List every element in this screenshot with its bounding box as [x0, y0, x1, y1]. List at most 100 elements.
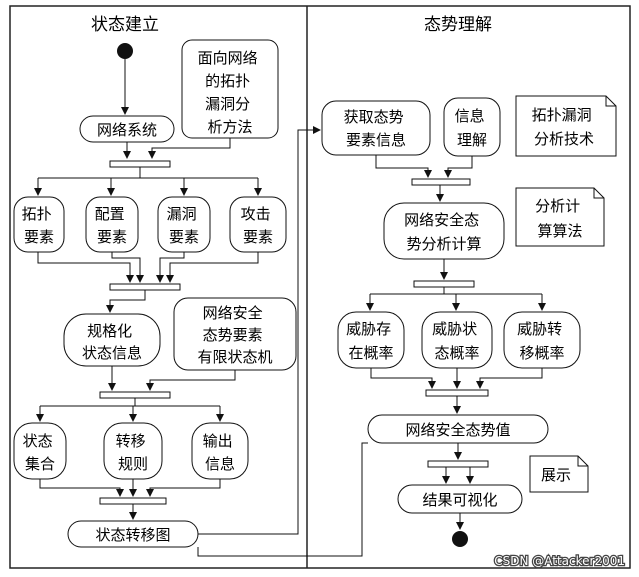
normalized-state-node: 规格化 状态信息: [63, 313, 161, 367]
acquire-line: 获取态势: [344, 108, 404, 126]
network-system-label: 网络系统: [97, 121, 157, 139]
security-value-label: 网络安全态势值: [405, 421, 510, 439]
end-node: [452, 531, 468, 547]
diagram-frame: [9, 5, 631, 569]
svg-text:拓扑漏洞 分析技术: 拓扑漏洞 分析技术: [532, 106, 597, 148]
network-system-node: 网络系统: [79, 115, 175, 143]
svg-text:网络安全 态势要素 有限状态机: 网络安全 态势要素 有限状态机: [197, 304, 272, 366]
element-label: 攻击: [241, 205, 271, 223]
probability-line: 移概率: [519, 344, 564, 362]
lane-title-situation-understand: 态势理解: [424, 15, 492, 35]
threat-transition-node: 威胁转 移概率: [503, 311, 581, 369]
calc-line: 网络安全态: [404, 211, 479, 229]
svg-text:转移 规则: 转移 规则: [116, 432, 151, 473]
threat-state-node: 威胁状 态概率: [421, 311, 493, 369]
security-value-node: 网络安全态势值: [367, 414, 549, 444]
method-line-4: 析方法: [207, 118, 252, 136]
lane-title-state-establish: 状态建立: [91, 15, 159, 35]
acquire-elements-node: 获取态势 要素信息: [321, 100, 431, 156]
fork-bar: [99, 391, 171, 399]
visualize-label: 结果可视化: [422, 491, 497, 509]
flow-arrow: [476, 368, 543, 389]
result-visualization-node: 结果可视化: [397, 484, 523, 514]
normalized-state-line: 状态信息: [82, 344, 142, 362]
element-label: 要素: [97, 228, 127, 246]
flow-arrow: [156, 252, 185, 283]
output-label: 输出: [203, 432, 233, 450]
output-label: 状态: [23, 432, 53, 450]
svg-text:拓扑 要素: 拓扑 要素: [22, 205, 57, 246]
state-set-node: 状态 集合: [13, 422, 67, 480]
state-transition-graph-node: 状态转移图: [67, 520, 199, 548]
element-label: 要素: [243, 228, 273, 246]
output-label: 转移: [116, 432, 146, 450]
note-line: 分析技术: [534, 130, 594, 148]
flow-arrow: [444, 156, 473, 178]
analysis-algorithm-note: 分析计 算算法: [515, 187, 605, 247]
start-node: [117, 43, 133, 59]
flow-arrow: [106, 290, 146, 313]
svg-text:规格化 状态信息: 规格化 状态信息: [82, 322, 142, 362]
element-label: 漏洞: [167, 205, 197, 223]
svg-text:威胁状 态概率: 威胁状 态概率: [432, 320, 482, 362]
element-label: 拓扑: [22, 205, 52, 223]
situation-calculation-node: 网络安全态 势分析计算: [383, 202, 505, 260]
topology-method-box: 面向网络 的拓扑 漏洞分 析方法: [181, 39, 279, 139]
info-line: 理解: [457, 131, 487, 149]
fsm-line: 网络安全: [203, 304, 263, 322]
fsm-line: 态势要素: [203, 326, 263, 344]
probability-line: 威胁存: [346, 320, 391, 338]
join-bar: [425, 389, 489, 397]
svg-text:面向网络 的拓扑 漏洞分: 面向网络 的拓扑 漏洞分 析方法: [198, 49, 263, 136]
element-label: 要素: [24, 228, 54, 246]
fork-bar: [413, 280, 475, 288]
svg-text:威胁转 移概率: 威胁转 移概率: [517, 320, 567, 362]
flow-arrow: [39, 479, 124, 497]
fsm-node: 网络安全 态势要素 有限状态机: [173, 297, 297, 371]
flow-arrow: [37, 252, 134, 283]
probability-line: 威胁状: [432, 320, 477, 338]
note-line: 分析计: [535, 197, 580, 215]
probability-line: 态概率: [434, 344, 479, 362]
probability-line: 威胁转: [517, 320, 562, 338]
flow-arrow: [146, 479, 221, 497]
flow-arrow: [166, 252, 259, 283]
note-line: 算算法: [537, 222, 582, 240]
output-label: 集合: [25, 455, 55, 473]
watermark: CSDN @Attacker2001: [494, 554, 625, 568]
probability-line: 在概率: [348, 344, 393, 362]
normalized-state-line: 规格化: [87, 322, 132, 340]
fork-bar: [109, 160, 171, 168]
flow-arrow: [375, 155, 432, 178]
svg-text:漏洞 要素: 漏洞 要素: [167, 205, 202, 246]
config-element-node: 配置 要素: [85, 196, 139, 253]
flow-arrow: [111, 252, 144, 283]
acquire-line: 要素信息: [346, 131, 406, 149]
join-bar: [411, 178, 471, 186]
transition-rule-node: 转移 规则: [103, 422, 163, 480]
note-line: 拓扑漏洞: [532, 106, 592, 124]
attack-element-node: 攻击 要素: [229, 196, 287, 253]
topology-element-node: 拓扑 要素: [13, 196, 65, 253]
svg-text:攻击 要素: 攻击 要素: [241, 205, 276, 246]
info-line: 信息: [455, 107, 485, 125]
join-bar: [99, 497, 167, 505]
flow-arrow: [146, 370, 236, 391]
output-label: 规则: [118, 455, 148, 473]
cross-lane-arrow: [198, 126, 321, 535]
method-line-2: 的拓扑: [205, 72, 250, 90]
svg-text:分析计 算算法: 分析计 算算法: [535, 197, 585, 240]
output-label: 信息: [205, 455, 235, 473]
svg-text:威胁存 在概率: 威胁存 在概率: [346, 320, 396, 362]
vulnerability-element-node: 漏洞 要素: [157, 196, 211, 253]
flow-arrow: [370, 368, 436, 389]
display-note: 展示: [529, 455, 589, 493]
svg-text:获取态势 要素信息: 获取态势 要素信息: [344, 108, 409, 149]
display-note-label: 展示: [541, 466, 571, 484]
svg-text:信息 理解: 信息 理解: [455, 107, 490, 149]
join-bar: [109, 283, 181, 291]
fsm-line: 有限状态机: [197, 348, 272, 366]
threat-existence-node: 威胁存 在概率: [337, 311, 405, 369]
flow-arrow: [148, 138, 231, 159]
